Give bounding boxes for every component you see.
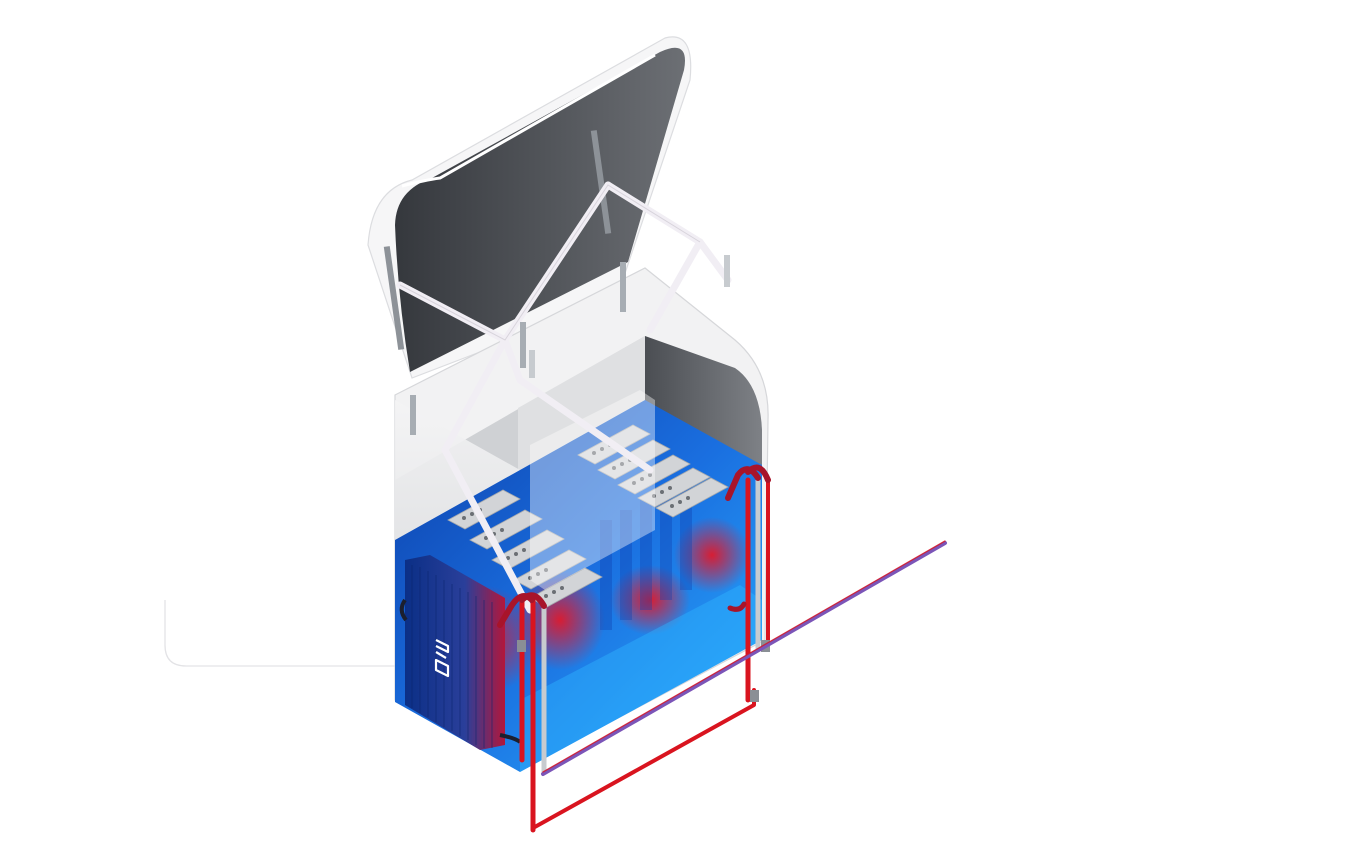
server-cards-right: [577, 424, 729, 518]
hinge-post-1: [520, 322, 526, 368]
callout-leader-line: [164, 600, 422, 667]
heat-zone-3: [610, 565, 690, 635]
frosted-divider: [530, 390, 655, 590]
hinge-post-3: [410, 395, 416, 435]
server-cards-left: [447, 489, 603, 608]
lid-panel: [395, 47, 685, 372]
hinge-post-5: [724, 255, 730, 287]
heat-zone-4: [674, 517, 750, 593]
frame-struts-thin: [399, 184, 701, 341]
lid-rail-right: [590, 130, 612, 234]
lid-rail-left: [383, 246, 405, 350]
hinge-post-4: [529, 350, 535, 378]
hinge-post-2: [620, 262, 626, 312]
pipe-hot-loop: [497, 464, 771, 833]
server-blades-submerged: [600, 480, 692, 630]
heat-exchanger: [399, 555, 522, 750]
pipe-supply-line: [541, 540, 947, 776]
exchanger-logo-icon: [434, 639, 450, 678]
